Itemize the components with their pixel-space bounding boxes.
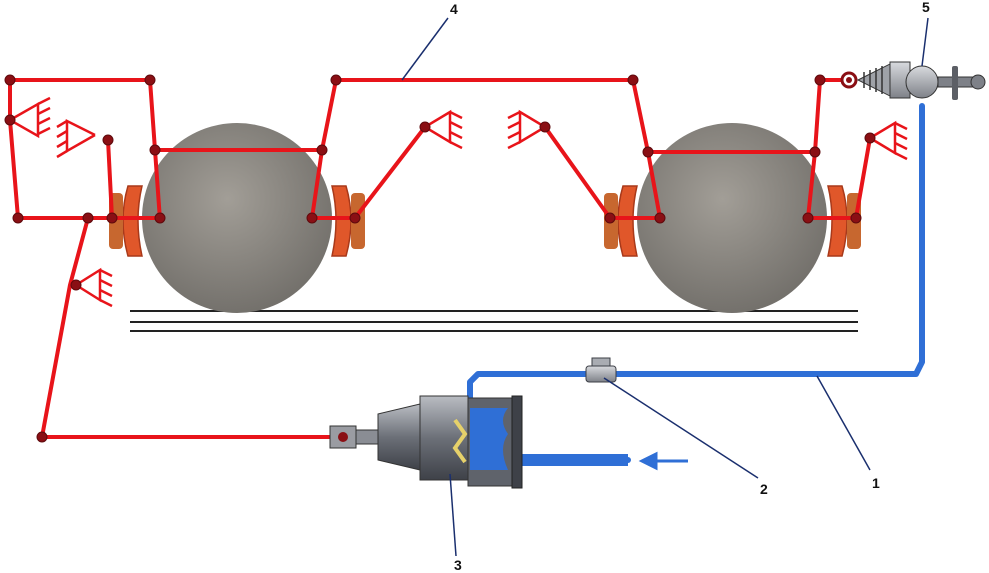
brake-linkage xyxy=(8,78,872,439)
callout-leaders xyxy=(401,17,929,557)
callout-4: 4 xyxy=(450,1,458,17)
brake-shoes xyxy=(122,185,848,257)
callout-1: 1 xyxy=(872,475,880,491)
callout-5: 5 xyxy=(922,0,930,15)
callout-2: 2 xyxy=(760,481,768,497)
hand-brake-assembly xyxy=(840,61,986,100)
linkage-joints xyxy=(4,74,876,443)
inflow-arrow xyxy=(638,451,688,471)
wheel-right xyxy=(637,123,827,313)
wheel-left xyxy=(142,123,332,313)
fixed-supports xyxy=(9,96,908,308)
callout-3: 3 xyxy=(454,557,462,573)
brake-cylinder xyxy=(329,395,523,489)
shutoff-valve xyxy=(585,357,617,383)
rail-track xyxy=(130,310,858,332)
